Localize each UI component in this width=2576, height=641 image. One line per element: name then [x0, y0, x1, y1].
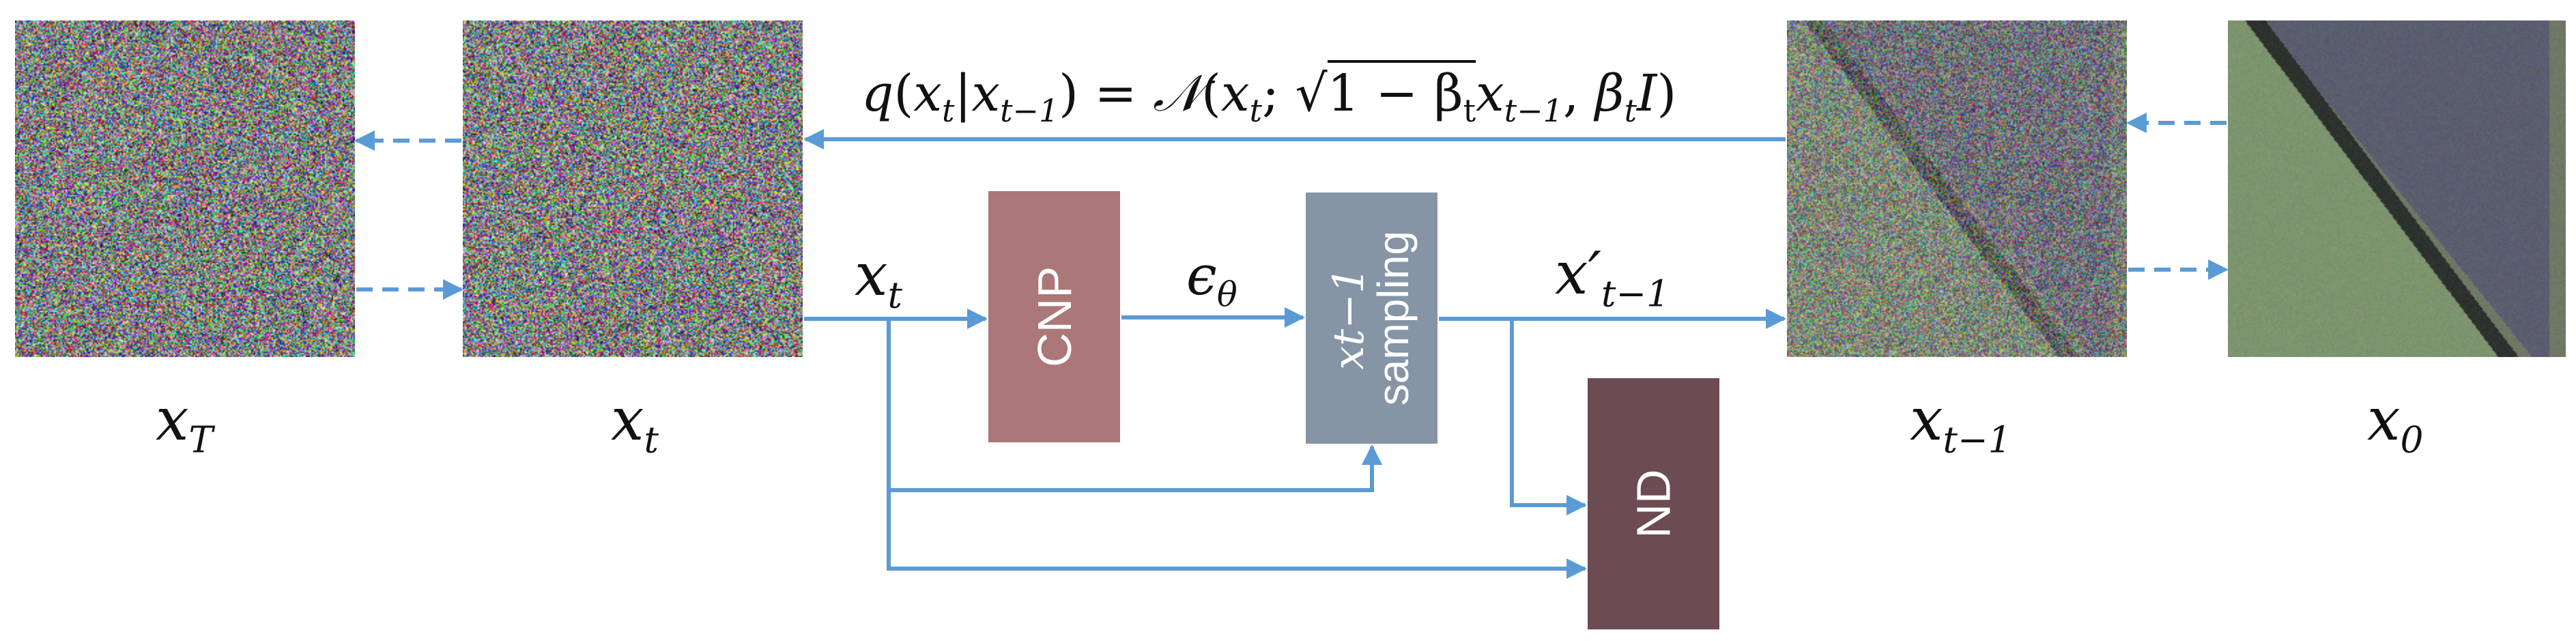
- arrow-xprime-to-nd: [1510, 319, 1587, 515]
- arrow-xt-skip-to-nd: [887, 490, 1587, 579]
- label-xT: xT: [156, 386, 214, 461]
- label-xprime: x′t−1: [1555, 240, 1670, 315]
- cnp-block: CNP: [988, 191, 1120, 442]
- forward-process-equation: q(xt|xt−1) = 𝒩(xt; √1 − βtxt−1, βtI): [861, 60, 1676, 127]
- label-xt1: xt−1: [1910, 386, 2012, 461]
- label-epsilon-theta: ϵθ: [1186, 244, 1237, 315]
- label-x0: x0: [2367, 386, 2424, 461]
- label-xt: xt: [611, 386, 659, 461]
- label-input-xt: xt: [855, 241, 902, 317]
- noise-image-xT: [15, 20, 355, 357]
- partial-noise-image-xt1: [1787, 20, 2127, 357]
- sampling-block: xt−1 sampling: [1306, 193, 1437, 444]
- noise-image-xt: [463, 20, 803, 357]
- clean-image-x0: [2228, 20, 2566, 357]
- arrow-xt-skip-to-sampling: [887, 319, 1382, 492]
- nd-block: ND: [1588, 378, 1719, 629]
